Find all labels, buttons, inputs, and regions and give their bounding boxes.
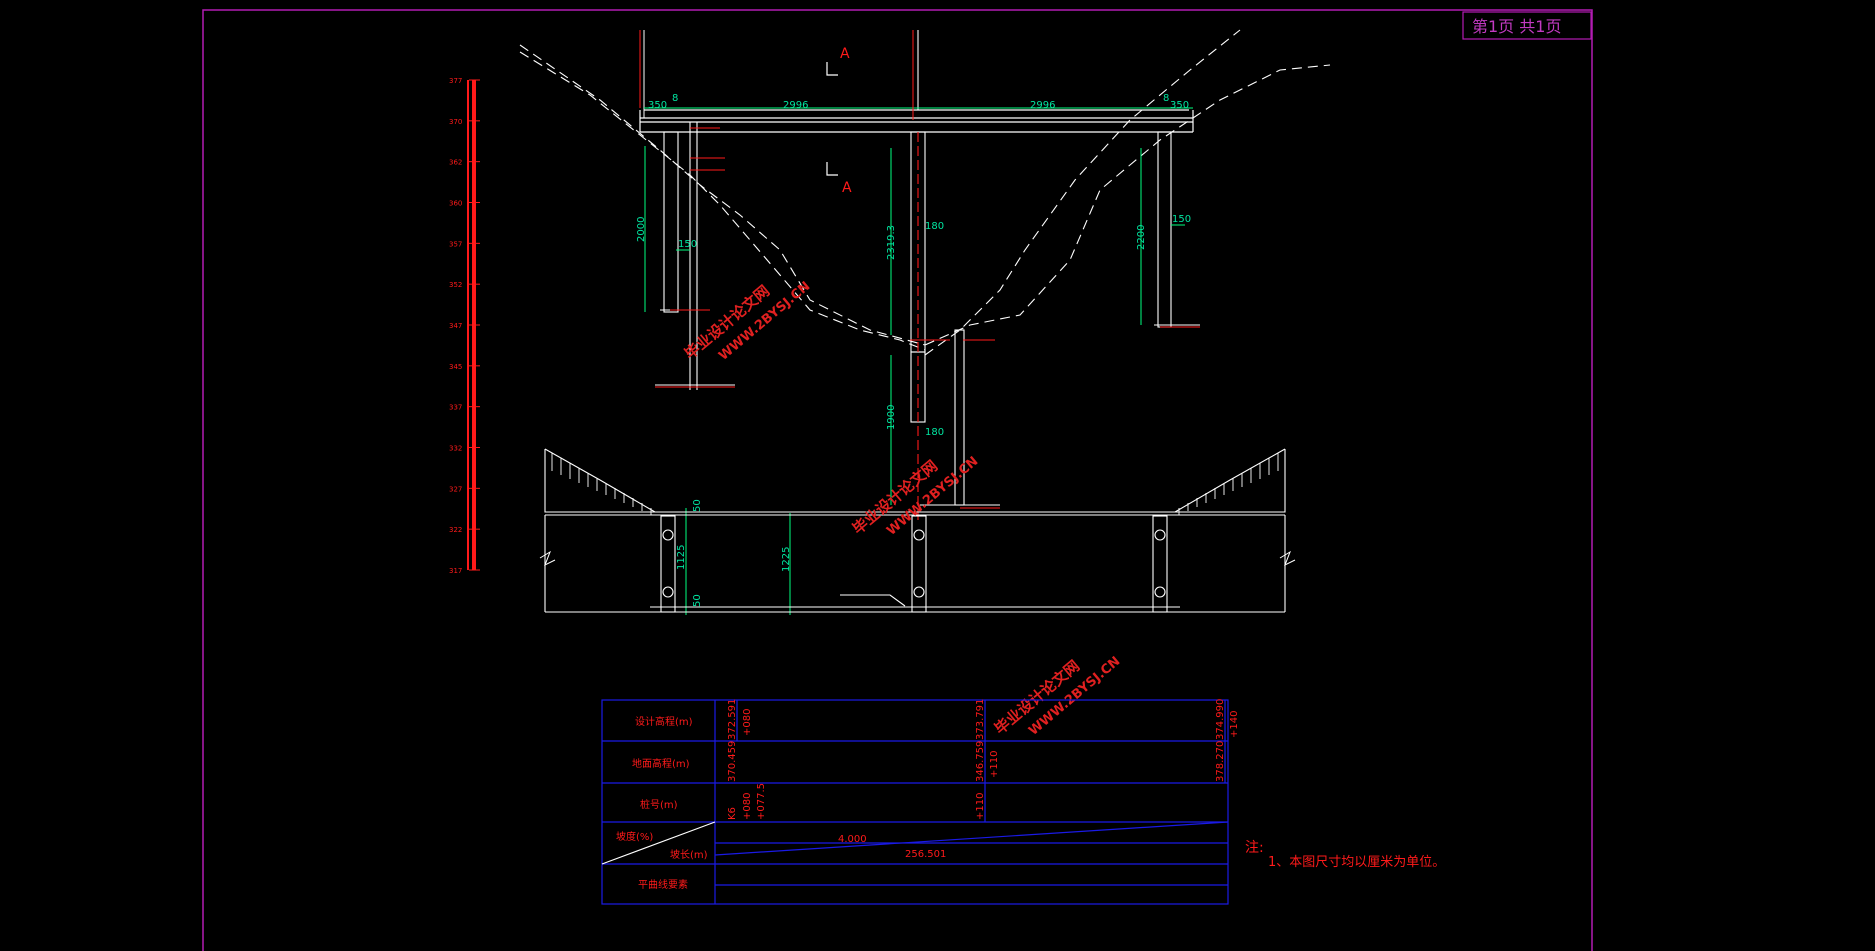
table-labels: 设计高程(m) 地面高程(m) 桩号(m) 坡度(%) 坡长(m) 平曲线要素 [616, 715, 708, 891]
section-mark-top [826, 62, 838, 76]
row-label-slope: 坡度(%) [616, 830, 653, 843]
slope-value: 4.000 [838, 834, 867, 845]
terrain-lines [519, 29, 1331, 356]
dim-1900: 1900 [886, 405, 897, 430]
scale-tick-label: 352 [449, 281, 462, 289]
dim-2319: 2319.3 [886, 225, 897, 260]
row-label-slope-length: 坡长(m) [670, 848, 708, 861]
station-080: +080 [742, 793, 753, 820]
scale-tick-label: 357 [449, 240, 462, 248]
break-marks [539, 550, 1296, 567]
elevation-scale: 377 370 362 360 357 352 347 345 337 332 327 322 317 [449, 77, 480, 575]
design-elev-station-1: +080 [742, 709, 753, 736]
top-deck-beam [639, 109, 1194, 133]
dim-2200: 2200 [1136, 225, 1147, 250]
section-label-top: A [840, 46, 850, 62]
dim-2996-right: 2996 [1030, 100, 1055, 111]
section-mark-bottom [826, 162, 838, 176]
dim-8-left: 8 [672, 93, 678, 104]
dim-1225: 1225 [781, 547, 792, 572]
dim-150-right: 150 [1172, 214, 1191, 225]
ground-elev-station: +110 [989, 751, 1000, 778]
scale-tick-label: 345 [449, 363, 462, 371]
slope-length: 256.501 [905, 849, 946, 860]
center-pier [910, 30, 1000, 520]
lower-abutment [544, 448, 1286, 613]
table-values: 372.591 +080 373.791 374.990 +140 370.45… [727, 699, 1240, 860]
ground-elev-1: 370.459 [727, 741, 738, 782]
design-elev-2: 373.791 [975, 699, 986, 740]
right-pier [1154, 131, 1200, 328]
dim-50-bottom: 50 [692, 594, 703, 607]
row-label-ground-elev: 地面高程(m) [632, 757, 690, 770]
station-0775: +077.5 [756, 783, 767, 820]
dim-1125: 1125 [676, 545, 687, 570]
scale-tick-label: 332 [449, 445, 462, 453]
dimension-texts: 350 8 2996 2996 8 350 2000 150 2319.3 18… [636, 93, 1191, 607]
row-label-curve: 平曲线要素 [638, 878, 688, 891]
row-label-station: 桩号(m) [640, 798, 678, 811]
abutment-hatching [551, 453, 1279, 515]
profile-table [601, 699, 1229, 905]
design-elev-1: 372.591 [727, 699, 738, 740]
dim-2000: 2000 [636, 217, 647, 242]
dim-180-top: 180 [925, 221, 944, 232]
table-diagonal [601, 821, 716, 865]
dim-50-top: 50 [692, 499, 703, 512]
section-label-bottom: A [842, 180, 852, 196]
scale-tick-label: 322 [449, 526, 462, 534]
title-block-cell [1462, 11, 1592, 40]
ground-elev-2: 346.759 [975, 741, 986, 782]
drawing-frame [202, 9, 1593, 951]
design-elev-3: 374.990 [1215, 699, 1226, 740]
dim-180-bottom: 180 [925, 427, 944, 438]
dimension-lines [644, 107, 1193, 615]
scale-tick-label: 362 [449, 159, 462, 167]
scale-tick-label: 327 [449, 485, 462, 493]
scale-tick-label: 347 [449, 322, 462, 330]
watermark-1: 毕业设计论文网 WWW.2BYSJ.CN [681, 279, 813, 364]
note-title: 注: [1245, 840, 1264, 856]
dim-150-left: 150 [678, 239, 697, 250]
ground-elev-3: 378.270 [1215, 741, 1226, 782]
dim-2996-left: 2996 [783, 100, 808, 111]
scale-tick-label: 377 [449, 77, 462, 85]
dim-350-right: 350 [1170, 100, 1189, 111]
scale-tick-label: 370 [449, 118, 462, 126]
watermark-2: 毕业设计论文网 WWW.2BYSJ.CN [849, 454, 981, 539]
station-110: +110 [975, 793, 986, 820]
dim-350-left: 350 [648, 100, 667, 111]
station-k6: K6 [727, 807, 738, 820]
scale-tick-label: 360 [449, 200, 462, 208]
elevation-annotations [639, 30, 1200, 509]
scale-tick-label: 337 [449, 404, 462, 412]
design-elev-station-2: +140 [1229, 711, 1240, 738]
dim-8-right: 8 [1163, 93, 1169, 104]
scale-tick-label: 317 [449, 567, 462, 575]
page-indicator: 第1页 共1页 [1472, 17, 1561, 36]
watermark-3: 毕业设计论文网 WWW.2BYSJ.CN [991, 654, 1123, 739]
row-label-design-elev: 设计高程(m) [635, 715, 693, 728]
note-line-1: 1、本图尺寸均以厘米为单位。 [1268, 855, 1445, 870]
